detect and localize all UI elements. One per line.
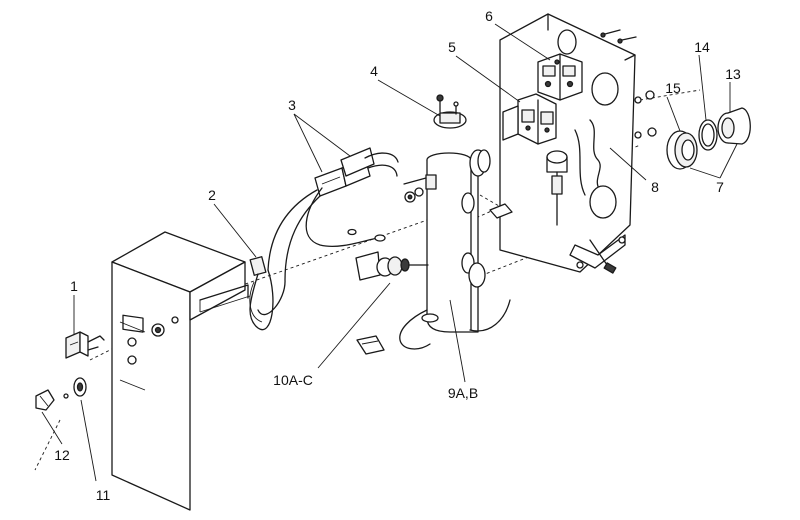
callout-1: 1 <box>70 278 78 294</box>
callout-7: 7 <box>716 179 724 195</box>
callout-10ac: 10A-C <box>273 372 313 388</box>
plug-harness-part-3 <box>257 147 399 316</box>
callout-15: 15 <box>665 80 681 96</box>
leader-lines <box>41 23 738 482</box>
ring-part-14 <box>698 119 718 151</box>
relay-part-5 <box>502 93 557 145</box>
callout-labels: 1 2 3 4 5 6 7 8 9A,B 10A-C 11 12 13 14 1… <box>54 8 741 503</box>
nut-part-15 <box>666 130 698 170</box>
screws-top-right <box>600 29 657 139</box>
callout-4: 4 <box>370 63 378 79</box>
callout-3: 3 <box>288 97 296 113</box>
tube-coupling-rings <box>468 149 491 288</box>
callout-13: 13 <box>725 66 741 82</box>
callout-5: 5 <box>448 39 456 55</box>
callout-12: 12 <box>54 447 70 463</box>
pressure-switch-part-10 <box>355 251 429 281</box>
heater-tube-part-9 <box>356 152 511 355</box>
tube-fittings <box>403 174 437 203</box>
callout-9ab: 9A,B <box>448 385 478 401</box>
knob-part-12 <box>35 389 55 411</box>
callout-11: 11 <box>96 487 111 503</box>
callout-6: 6 <box>485 8 493 24</box>
control-box-enclosure <box>111 231 251 511</box>
wire-connector-part-2 <box>249 256 274 331</box>
sensor-probe <box>489 150 617 274</box>
contactor-part-6 <box>537 53 583 101</box>
switch-part-1 <box>65 331 105 359</box>
mounting-panel <box>499 13 636 273</box>
fitting-part-13 <box>717 107 751 145</box>
thermostat-part-4 <box>433 94 467 129</box>
callout-8: 8 <box>651 179 659 195</box>
callout-14: 14 <box>694 39 710 55</box>
callout-2: 2 <box>208 187 216 203</box>
washer-part-11 <box>63 377 87 399</box>
